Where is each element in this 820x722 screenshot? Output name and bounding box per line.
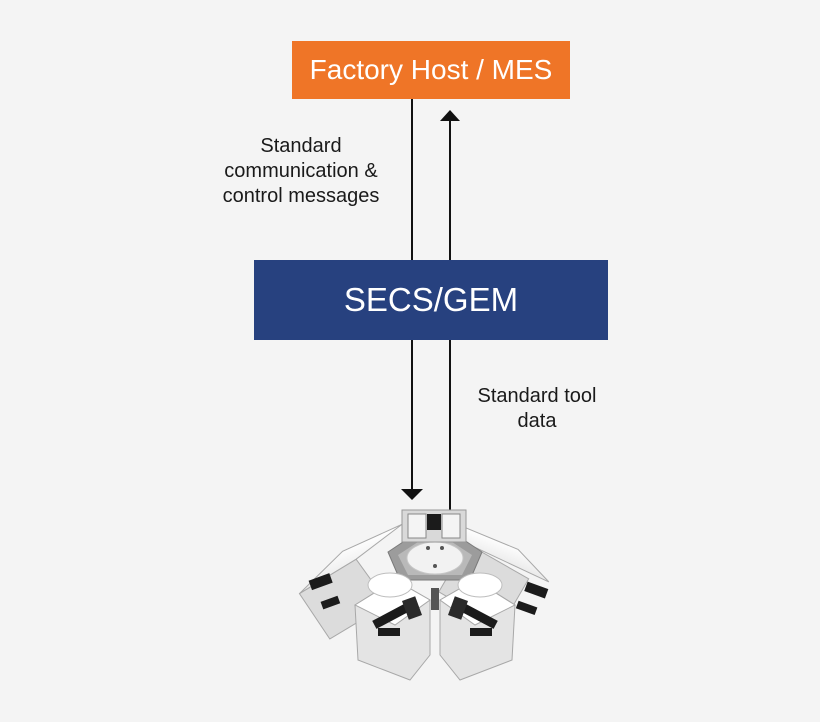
secs-gem-label: SECS/GEM	[343, 281, 519, 318]
secs-gem-box: SECS/GEM	[254, 260, 608, 340]
tool-data-label: Standard tool data	[477, 385, 597, 432]
semiconductor-cluster-tool-icon	[298, 509, 550, 681]
factory-host-label: Factory Host / MES	[309, 54, 553, 85]
communication-label: Standard communication & control message…	[222, 135, 380, 207]
factory-host-box: Factory Host / MES	[292, 41, 570, 99]
